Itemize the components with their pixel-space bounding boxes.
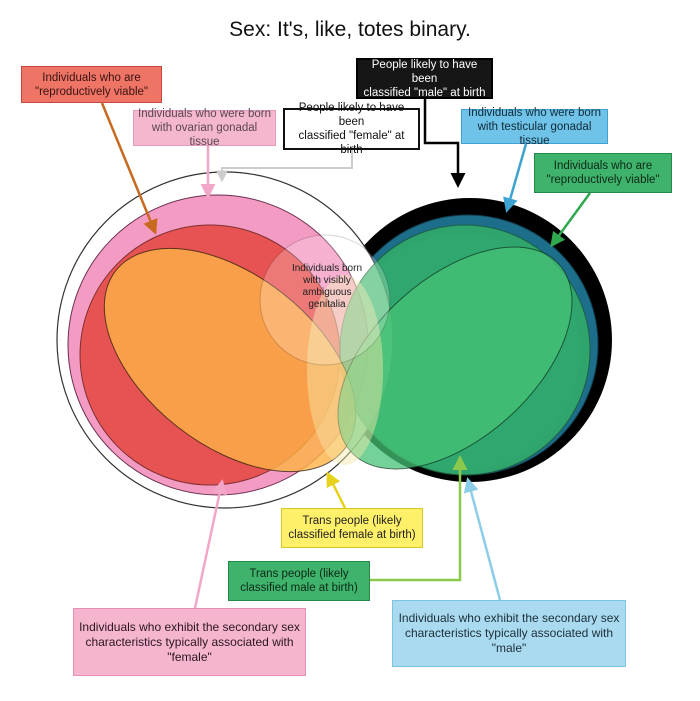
label-repro-male-line2: "reproductively viable" <box>546 174 660 186</box>
label-ovarian: Individuals who were born with ovarian go… <box>133 108 276 148</box>
label-classified-female-line1: People likely to have been <box>298 102 405 128</box>
label-trans-female: Trans people (likely classified female at… <box>281 508 423 548</box>
label-classified-male-line2: classified "male" at birth <box>363 86 486 99</box>
label-repro-female-line1: Individuals who are <box>42 71 141 84</box>
label-trans-male: Trans people (likely classified male at b… <box>228 561 370 601</box>
label-secondary-male: Individuals who exhibit the secondary se… <box>392 600 626 667</box>
ambiguous-genitalia-circle <box>259 234 391 366</box>
arrow-trans-male <box>370 455 468 582</box>
label-classified-male-line1: People likely to have been <box>371 58 478 85</box>
arrow-trans-female <box>326 471 347 509</box>
arrow-classified-female <box>216 150 353 183</box>
label-secondary-male-line1: Individuals who exhibit the secondary se… <box>398 611 620 625</box>
label-classified-female-line2: classified "female" at birth <box>298 130 405 156</box>
arrow-secondary-male <box>463 477 502 601</box>
label-repro-female: Individuals who are"reproductively viabl… <box>21 66 162 103</box>
label-secondary-male-line3: "male" <box>491 641 527 655</box>
label-ovarian-line2: with ovarian gonadal tissue <box>151 122 258 148</box>
label-secondary-female-line1: Individuals who exhibit the secondary se… <box>79 619 300 634</box>
label-ovarian-line1: Individuals who were born <box>138 108 271 120</box>
label-ambiguous-line1: Individuals born with visibly <box>291 263 363 286</box>
label-trans-male-line2: classified male at birth) <box>240 582 358 594</box>
arrow-repro-female <box>100 102 158 235</box>
arrow-secondary-female <box>193 479 227 609</box>
trans-male-ellipse <box>337 246 573 470</box>
arrow-testicular <box>503 143 528 213</box>
label-repro-male: Individuals who are "reproductively viabl… <box>534 153 672 193</box>
label-secondary-female-line2: characteristics typically associated wit… <box>85 634 294 649</box>
overlap-lens <box>307 275 383 465</box>
label-secondary-female-line3: "female" <box>167 649 212 664</box>
arrow-repro-male <box>550 192 592 248</box>
label-testicular-line1: Individuals who were born <box>468 106 601 119</box>
label-secondary-female: Individuals who exhibit the secondary se… <box>73 608 306 676</box>
label-trans-male-line1: Trans people (likely <box>249 568 349 580</box>
label-repro-male-line1: Individuals who are <box>553 160 653 172</box>
label-ambiguous-line2: ambiguous genitalia <box>302 287 352 310</box>
trans-female-ellipse <box>103 247 357 473</box>
label-trans-female-line1: Trans people (likely <box>302 515 402 527</box>
label-testicular-line2: with testicular gonadal tissue <box>477 120 592 147</box>
arrow-classified-male <box>423 99 466 188</box>
label-repro-female-line2: "reproductively viable" <box>35 85 148 98</box>
page-title: Sex: It's, like, totes binary. <box>229 18 471 41</box>
label-trans-female-line2: classified female at birth) <box>288 529 416 541</box>
label-secondary-male-line2: characteristics typically associated wit… <box>404 626 614 640</box>
